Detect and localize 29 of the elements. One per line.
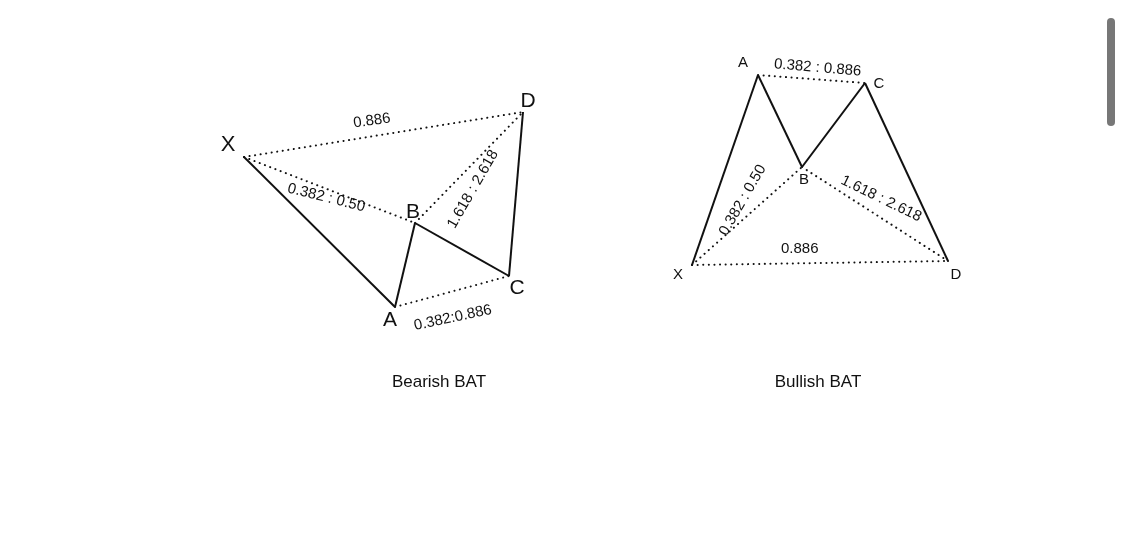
dotted-line [394,275,510,308]
price-line [801,82,866,168]
ratio-label: 0.886 [781,239,819,255]
ratio-label: 0.382 : 0.50 [285,179,367,213]
dotted-line [414,111,524,224]
point-label: B [406,199,420,221]
price-line [243,156,396,308]
point-label: D [950,265,962,281]
point-label: A [383,307,397,329]
point-label: C [509,275,525,297]
price-line [864,82,949,262]
ratio-label: 0.886 [352,108,392,130]
pattern-caption: Bullish BAT [774,372,862,390]
price-line [691,74,759,266]
point-label: X [673,265,683,281]
ratio-label: 0.382 : 0.886 [773,54,863,78]
pattern-caption: Bearish BAT [391,372,487,390]
point-label: B [799,170,809,186]
point-label: C [873,74,885,90]
price-line [757,74,803,168]
point-label: A [738,53,748,69]
price-line [414,222,510,277]
ratio-label: 1.618 : 2.618 [839,171,925,223]
dotted-line [757,74,866,84]
price-line [394,222,416,308]
point-label: X [220,133,236,155]
dotted-line [801,166,949,262]
point-label: D [520,88,536,110]
price-line [508,111,524,277]
